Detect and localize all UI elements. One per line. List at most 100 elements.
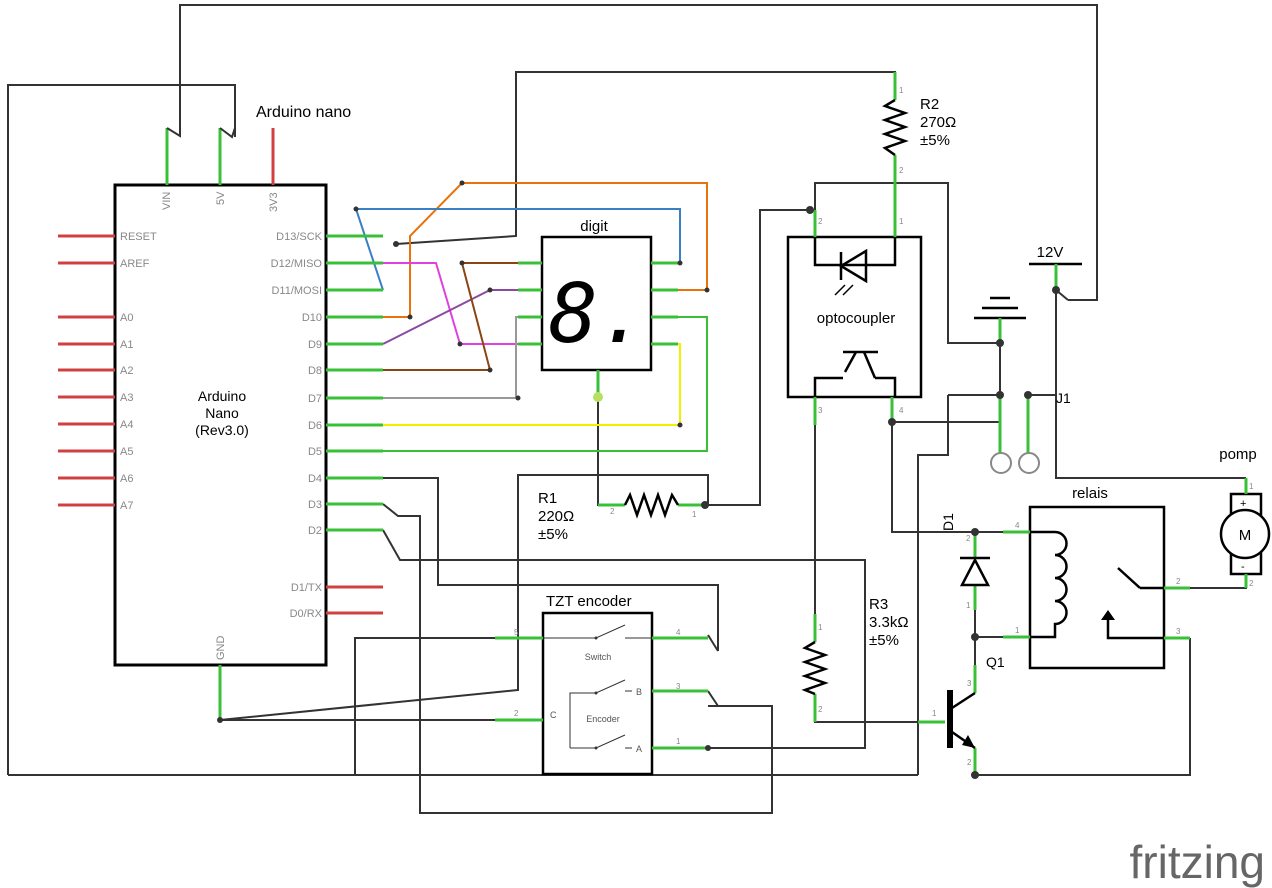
d1-name: D1 <box>940 513 956 531</box>
motor-pin-1: 1 <box>1249 482 1254 491</box>
arduino-nano: Arduino nano VIN 5V 3V3 GND Arduino Nano… <box>58 104 383 720</box>
encoder-body <box>541 611 654 776</box>
jack-j1: J1 <box>990 390 1071 474</box>
pin-label-a2: A2 <box>120 365 133 377</box>
motor-minus: - <box>1241 561 1245 573</box>
pin-label-d0-rx: D0/RX <box>290 608 323 620</box>
optocoupler: optocoupler 2 1 3 4 <box>786 183 923 425</box>
j1-name: J1 <box>1056 390 1071 406</box>
relay-title: relais <box>1072 485 1108 502</box>
pin-label-d5: D5 <box>308 446 322 458</box>
relay-pin-2: 2 <box>1176 577 1181 586</box>
opto-pin-2: 2 <box>818 217 823 226</box>
q1-pin-1: 1 <box>932 709 937 718</box>
encoder-pin-5: 5 <box>514 628 519 637</box>
r2-pin-2: 2 <box>899 166 904 175</box>
resistor-r2: R2 270Ω ±5% 1 2 <box>881 72 956 183</box>
r2-name: R2 <box>920 96 939 113</box>
pin-label-a5: A5 <box>120 446 133 458</box>
optocoupler-body <box>786 235 923 399</box>
r3-name: R3 <box>869 596 888 613</box>
diode-d1: D1 2 1 <box>940 513 991 610</box>
r1-value: 220Ω <box>538 508 574 525</box>
arduino-label-2: Nano <box>205 405 239 421</box>
motor-pin-2: 2 <box>1249 579 1254 588</box>
relay-pin-3: 3 <box>1176 627 1181 636</box>
pin-label-d3: D3 <box>308 499 322 511</box>
pin-label-reset: RESET <box>120 231 157 243</box>
resistor-r1: R1 220Ω ±5% 2 1 <box>538 490 705 543</box>
power-label: 12V <box>1037 244 1064 261</box>
motor-plus: + <box>1240 498 1246 510</box>
pin-gnd: GND <box>215 636 227 661</box>
encoder-b-label: B <box>636 687 642 697</box>
digit-title: digit <box>580 218 608 235</box>
opto-pin-4: 4 <box>899 406 904 415</box>
pin-label-a4: A4 <box>120 419 133 431</box>
encoder-pin-1: 1 <box>676 737 681 746</box>
r3-pin-1: 1 <box>818 623 823 632</box>
motor-title: pomp <box>1219 446 1257 463</box>
optocoupler-title: optocoupler <box>817 310 895 327</box>
pin-label-a0: A0 <box>120 312 133 324</box>
pin-label-a3: A3 <box>120 392 133 404</box>
junction-dots <box>217 180 1060 779</box>
r3-tolerance: ±5% <box>869 632 899 649</box>
digit-glyph: 8. <box>549 267 648 362</box>
r1-pin-2: 2 <box>610 507 615 516</box>
pin-label-a6: A6 <box>120 473 133 485</box>
d1-pin-1: 1 <box>966 601 971 610</box>
transistor-q1: Q1 3 1 2 <box>918 654 1005 775</box>
encoder-pin-2: 2 <box>514 709 519 718</box>
encoder-pin-4: 4 <box>676 628 681 637</box>
r2-pin-1: 1 <box>899 86 904 95</box>
pin-label-a1: A1 <box>120 339 133 351</box>
r3-value: 3.3kΩ <box>869 614 909 631</box>
opto-pin-3: 3 <box>818 406 823 415</box>
ground-symbol <box>974 296 1026 343</box>
relay-pin-1: 1 <box>1015 626 1020 635</box>
r2-value: 270Ω <box>920 114 956 131</box>
tzt-encoder: TZT encoder 5 2 4 3 1 Switch Encoder C B… <box>495 593 708 776</box>
pin-label-aref: AREF <box>120 258 150 270</box>
pin-5v: 5V <box>215 191 227 205</box>
q1-pin-3: 3 <box>967 679 972 688</box>
arduino-label-3: (Rev3.0) <box>195 422 249 438</box>
encoder-encoder-label: Encoder <box>586 714 620 724</box>
resistor-r3: R3 3.3kΩ ±5% 1 2 <box>801 596 909 722</box>
motor-symbol: M <box>1239 527 1252 544</box>
pin-label-d2: D2 <box>308 525 322 537</box>
opto-pin-1: 1 <box>899 217 904 226</box>
arduino-title: Arduino nano <box>256 104 351 121</box>
pin-label-d10: D10 <box>302 312 322 324</box>
encoder-c-label: C <box>550 710 557 720</box>
encoder-switch-label: Switch <box>585 652 612 662</box>
relay: relais 4 1 2 3 <box>1003 485 1190 670</box>
pin-label-a7: A7 <box>120 500 133 512</box>
pin-label-d13-sck: D13/SCK <box>276 231 323 243</box>
pin-label-d12-miso: D12/MISO <box>271 258 323 270</box>
pin-label-d8: D8 <box>308 365 322 377</box>
pin-label-d7: D7 <box>308 393 322 405</box>
r1-name: R1 <box>538 490 557 507</box>
encoder-pin-3: 3 <box>676 682 681 691</box>
q1-pin-2: 2 <box>967 758 972 767</box>
encoder-a-label: A <box>636 744 642 754</box>
power-12v: 12V <box>1029 244 1082 290</box>
seven-segment-digit: digit 8. <box>518 218 678 402</box>
relay-pin-4: 4 <box>1015 521 1020 530</box>
r1-tolerance: ±5% <box>538 526 568 543</box>
pin-label-d4: D4 <box>308 473 322 485</box>
pump-motor: pomp M + - 1 2 <box>1219 446 1271 588</box>
pin-label-d6: D6 <box>308 420 322 432</box>
d1-pin-2: 2 <box>966 534 971 543</box>
arduino-label-1: Arduino <box>198 388 246 404</box>
r1-pin-1: 1 <box>692 510 697 519</box>
pin-label-d1-tx: D1/TX <box>291 582 323 594</box>
encoder-title: TZT encoder <box>546 593 632 610</box>
black-wires <box>7 4 1247 814</box>
pin-vin: VIN <box>161 192 173 210</box>
fritzing-watermark: fritzing <box>1130 836 1265 888</box>
pin-label-d9: D9 <box>308 339 322 351</box>
